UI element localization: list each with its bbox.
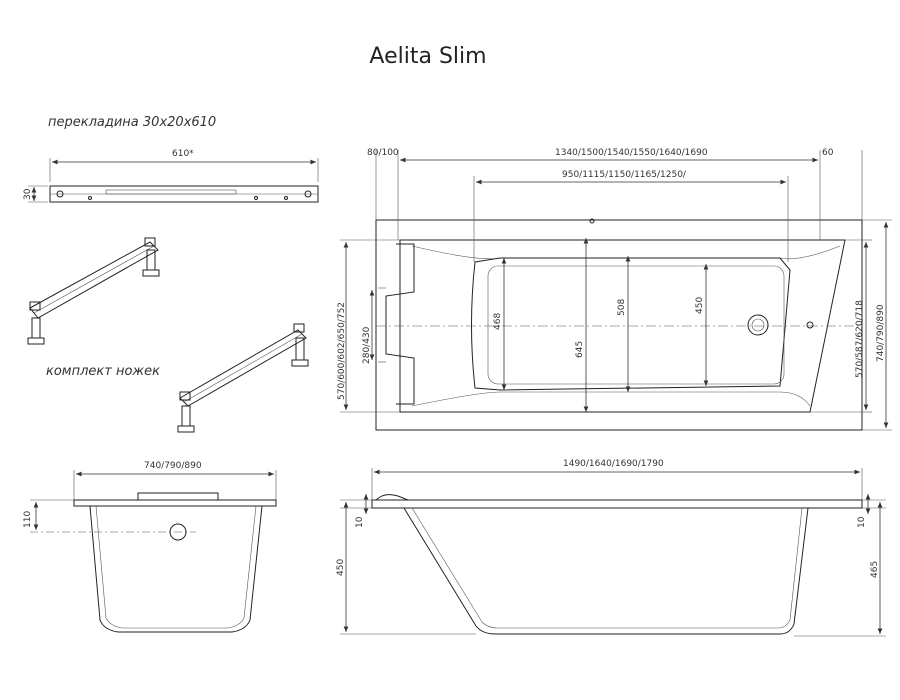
end-width-label: 740/790/890 — [144, 461, 202, 471]
crossbar-length-label: 610* — [172, 149, 194, 159]
right-offset-label: 60 — [822, 148, 834, 158]
outer-width-label: 740/790/890 — [876, 304, 886, 362]
rim-width-right-label: 570/587/620/718 — [855, 300, 865, 378]
height-right-label: 465 — [870, 561, 880, 578]
rim-width-label: 570/600/602/650/752 — [337, 302, 347, 400]
rim-right-label: 10 — [857, 516, 867, 528]
drain-height-label: 110 — [23, 511, 33, 528]
legs-drawing: комплект ножек — [27, 237, 309, 433]
crossbar-height-label: 30 — [23, 188, 33, 200]
legs-caption: комплект ножек — [46, 364, 160, 379]
rim-left-label: 10 — [355, 516, 365, 528]
width-645-label: 645 — [575, 341, 585, 358]
width-508-label: 508 — [617, 299, 627, 316]
crossbar-drawing: перекладина 30х20х610 610* 30 — [23, 115, 319, 203]
side-length-label: 1490/1640/1690/1790 — [563, 459, 664, 469]
width-450-label: 450 — [695, 297, 705, 314]
headrest-width-label: 280/430 — [362, 326, 372, 364]
left-offset-label: 80/100 — [367, 148, 399, 158]
end-view: 740/790/890 110 — [23, 461, 277, 633]
width-468-label: 468 — [493, 313, 503, 330]
height-left-label: 450 — [336, 559, 346, 576]
side-view: 1490/1640/1690/1790 450 10 10 465 — [336, 459, 886, 637]
crossbar-caption: перекладина 30х20х610 — [48, 115, 216, 130]
inner-length-label: 950/1115/1150/1165/1250/ — [562, 170, 687, 180]
top-view: 1340/1500/1540/1550/1640/1690 80/100 60 … — [337, 148, 892, 431]
drawing-title: Aelita Slim — [369, 44, 487, 69]
rim-length-label: 1340/1500/1540/1550/1640/1690 — [555, 148, 708, 158]
